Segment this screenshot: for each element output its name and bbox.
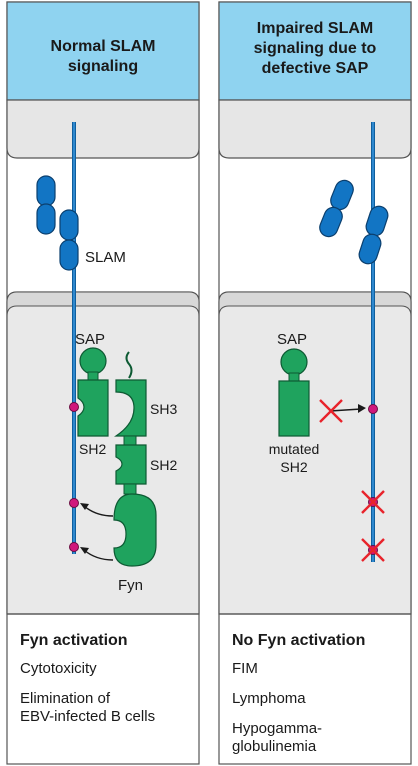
slam-domain (59, 239, 79, 271)
arrow-head (80, 547, 89, 554)
sap-sh2-label: SH2 (79, 441, 106, 457)
footer-item: Lymphoma (232, 690, 306, 707)
panel-impaired: Impaired SLAM signaling due to defective… (218, 1, 412, 765)
mutated-sh2-label: SH2 (280, 459, 307, 475)
fyn-tail (125, 351, 133, 379)
slam-label: SLAM (85, 249, 126, 266)
arrow-head (80, 503, 89, 510)
footer-item: Hypogamma- (232, 720, 322, 737)
slam-domain (358, 233, 382, 265)
sh3-label: SH3 (150, 401, 177, 417)
footer-item: Elimination of (20, 690, 111, 707)
footer-item: Cytotoxicity (20, 660, 97, 677)
panel-normal: Normal SLAM signaling SLAM SAP SH2 SH3 S… (6, 1, 200, 765)
block-cross-icon (319, 399, 343, 423)
slam-domain (36, 175, 56, 207)
sap-neck (288, 372, 300, 382)
footer-item: globulinemia (232, 738, 317, 755)
fyn-sh2-label: SH2 (150, 457, 177, 473)
phosphotyrosine (69, 402, 79, 412)
slam-domain (36, 203, 56, 235)
fyn-kinase-domain (113, 493, 157, 567)
sap-head (79, 347, 107, 375)
panel-impaired-title-line-2: signaling due to (254, 40, 377, 57)
arrow-head (358, 404, 366, 413)
mutated-label: mutated (269, 441, 320, 457)
sap-head (280, 348, 308, 376)
slam-domain (59, 209, 79, 241)
footer-item: FIM (232, 660, 258, 677)
panel-impaired-header (218, 1, 412, 101)
fyn-label: Fyn (118, 577, 143, 594)
membrane-outer-left (6, 99, 200, 159)
footer-heading: Fyn activation (20, 632, 128, 649)
fyn-linker (123, 483, 137, 495)
sap-neck (87, 371, 99, 381)
fyn-sh3-domain (114, 379, 147, 437)
sap-mutated-sh2-domain (278, 380, 310, 437)
panel-normal-title-line-1: Normal SLAM (51, 38, 156, 55)
block-cross-icon (361, 538, 385, 562)
panel-normal-header (6, 1, 200, 101)
footer-heading: No Fyn activation (232, 632, 365, 649)
phosphotyrosine (368, 404, 378, 414)
sap-label: SAP (277, 331, 307, 348)
fyn-sh2-domain (115, 444, 147, 485)
slam-domain (319, 206, 343, 238)
phosphotyrosine (69, 542, 79, 552)
membrane-inner-right (218, 291, 412, 317)
phosphotyrosine (69, 498, 79, 508)
panel-normal-title-line-2: signaling (68, 58, 138, 75)
panel-impaired-title-line-1: Impaired SLAM (257, 20, 373, 37)
failed-binding-arrow (329, 408, 362, 412)
membrane-inner-left (6, 291, 200, 317)
fyn-linker (123, 435, 137, 446)
sap-label: SAP (75, 331, 105, 348)
sap-sh2-domain (77, 379, 109, 437)
panel-impaired-title-line-3: defective SAP (262, 60, 369, 77)
footer-item: EBV-infected B cells (20, 708, 155, 725)
block-cross-icon (361, 490, 385, 514)
membrane-outer-right (218, 99, 412, 159)
